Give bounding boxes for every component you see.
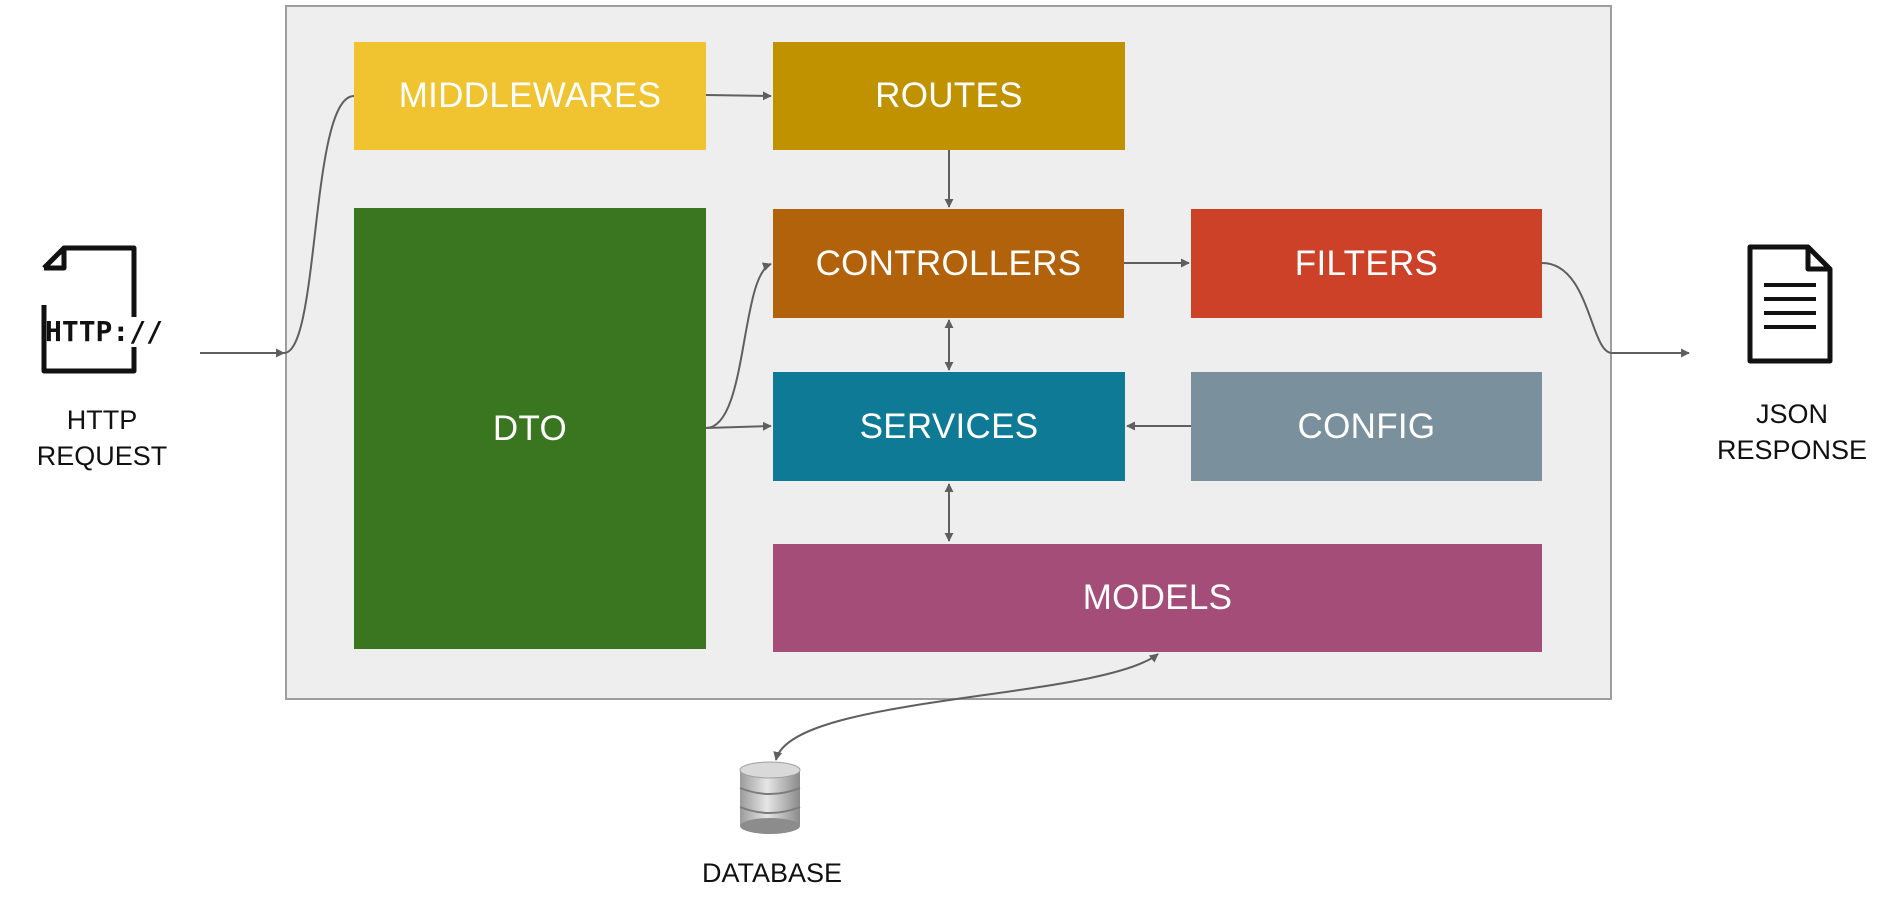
- http-request-label-line1: HTTP: [66, 405, 138, 435]
- controllers-block: CONTROLLERS: [773, 209, 1124, 318]
- models-label: MODELS: [1082, 578, 1233, 617]
- controllers-label: CONTROLLERS: [815, 243, 1082, 283]
- database-icon: [739, 761, 801, 834]
- http-file-icon: HTTP://: [41, 245, 163, 374]
- models-block: MODELS: [773, 544, 1542, 652]
- middlewares-block: MIDDLEWARES: [354, 42, 706, 150]
- dto-block: DTO: [354, 208, 706, 649]
- http-request-label-line2: REQUEST: [36, 441, 168, 471]
- json-response-caption: JSON RESPONSE: [1702, 396, 1882, 468]
- routes-label: ROUTES: [875, 76, 1023, 115]
- routes-block: ROUTES: [773, 42, 1125, 150]
- json-response-label-line1: JSON: [1755, 399, 1828, 429]
- config-label: CONFIG: [1297, 406, 1436, 446]
- config-block: CONFIG: [1191, 372, 1542, 481]
- dto-label: DTO: [492, 408, 568, 448]
- json-response-label-line2: RESPONSE: [1716, 435, 1868, 465]
- services-label: SERVICES: [859, 406, 1039, 446]
- filters-block: FILTERS: [1191, 209, 1542, 318]
- http-request-caption: HTTP REQUEST: [22, 402, 182, 474]
- filters-label: FILTERS: [1294, 243, 1439, 283]
- document-icon: [1747, 244, 1833, 364]
- http-icon-text: HTTP://: [45, 315, 163, 348]
- middlewares-label: MIDDLEWARES: [398, 76, 662, 115]
- services-block: SERVICES: [773, 372, 1125, 481]
- database-caption: DATABASE: [701, 858, 843, 888]
